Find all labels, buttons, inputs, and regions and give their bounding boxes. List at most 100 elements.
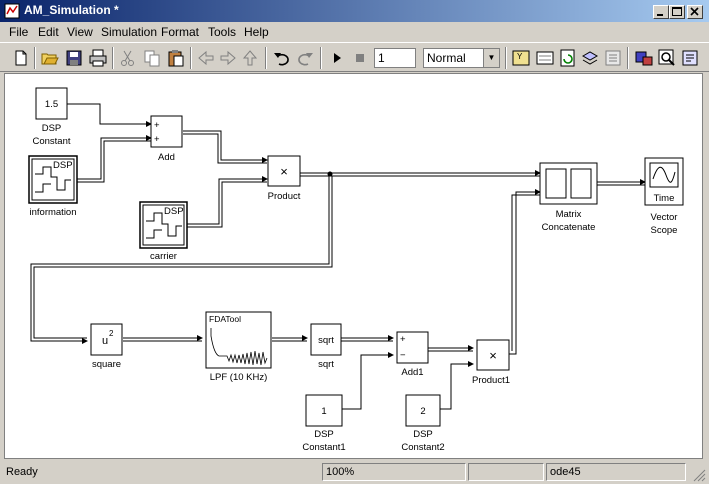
signal-line[interactable] [77, 135, 152, 180]
simulation-mode-value: Normal [427, 51, 466, 65]
zoom-explorer-icon[interactable] [657, 48, 677, 68]
simulink-app-icon [4, 3, 20, 19]
lpf-glyph: FDATool [209, 314, 241, 324]
signal-line[interactable] [30, 173, 330, 344]
model-canvas[interactable]: 1.5 DSP Constant DSP information + + Add… [4, 73, 703, 459]
stop-icon[interactable] [350, 48, 370, 68]
copy-icon[interactable] [142, 48, 162, 68]
build-subsystem-icon[interactable]: Y [511, 48, 531, 68]
signal-line[interactable] [511, 194, 540, 351]
save-icon[interactable] [64, 48, 84, 68]
explorer-icon[interactable] [680, 48, 700, 68]
simulation-mode-select[interactable]: Normal ▼ [423, 48, 500, 68]
menu-simulation[interactable]: Simulation [101, 25, 158, 39]
resize-grip-icon[interactable] [692, 468, 706, 482]
status-text: Ready [6, 466, 38, 478]
toolbar-separator [190, 47, 192, 69]
signal-line[interactable] [342, 352, 394, 410]
signal-line[interactable] [183, 130, 268, 163]
maximize-button[interactable] [669, 5, 685, 19]
square-block[interactable]: u 2 square [90, 323, 123, 370]
svg-text:Y: Y [517, 52, 523, 61]
add1-block[interactable]: + − Add1 [396, 331, 429, 378]
signal-line[interactable] [33, 176, 333, 339]
signal-line[interactable] [440, 361, 474, 410]
library-browser-icon[interactable] [535, 48, 555, 68]
add-block[interactable]: + + Add [150, 115, 183, 163]
information-block[interactable]: DSP information [28, 155, 78, 218]
vector-scope-block[interactable]: Time Vector Scope [644, 157, 684, 236]
menu-tools[interactable]: Tools [208, 25, 237, 39]
square-glyph: u [102, 335, 108, 347]
chevron-down-icon[interactable]: ▼ [483, 49, 499, 67]
menu-format[interactable]: Format [161, 25, 200, 39]
signal-line[interactable] [67, 103, 152, 127]
menu-help[interactable]: Help [244, 25, 269, 39]
back-icon[interactable] [196, 48, 216, 68]
product1-glyph: × [489, 348, 497, 363]
add1-label: Add1 [401, 367, 423, 378]
menu-edit[interactable]: Edit [38, 25, 59, 39]
forward-icon[interactable] [218, 48, 238, 68]
product1-block[interactable]: × Product1 [472, 339, 510, 386]
new-icon[interactable] [11, 48, 31, 68]
status-panel-empty [468, 463, 544, 481]
sqrt-block[interactable]: sqrt sqrt [310, 323, 342, 370]
update-diagram-icon[interactable] [558, 48, 578, 68]
stop-time-field[interactable]: 1 [374, 48, 416, 68]
print-icon[interactable] [88, 48, 108, 68]
dsp-constant1-block[interactable]: 1 DSP Constant1 [302, 394, 346, 453]
product-label: Product [268, 191, 301, 202]
block-diagram: 1.5 DSP Constant DSP information + + Add… [28, 87, 684, 453]
close-button[interactable] [687, 5, 703, 19]
signal-line[interactable] [187, 176, 268, 225]
carrier-label: carrier [150, 251, 177, 262]
matrix-concatenate-label-line2: Concatenate [542, 222, 596, 233]
matrix-concatenate-label-line1: Matrix [556, 209, 582, 220]
lpf-block[interactable]: FDATool LPF (10 KHz) [205, 311, 272, 383]
minimize-button[interactable] [653, 5, 669, 19]
dsp-constant1-label-line2: Constant1 [302, 442, 345, 453]
dsp-constant-block[interactable]: 1.5 DSP Constant [32, 87, 71, 147]
cut-icon[interactable] [118, 48, 138, 68]
add-port-1-sign: + [154, 120, 160, 131]
toolbar-separator [112, 47, 114, 69]
square-label: square [92, 359, 121, 370]
add1-port-2-sign: − [400, 350, 406, 361]
product-glyph: × [280, 164, 288, 179]
menu-bar: File Edit View Simulation Format Tools H… [0, 22, 709, 42]
add-label: Add [158, 152, 175, 163]
add1-port-1-sign: + [400, 334, 406, 345]
paste-icon[interactable] [166, 48, 186, 68]
matrix-concatenate-block[interactable]: Matrix Concatenate [539, 162, 598, 233]
undo-icon[interactable] [272, 48, 292, 68]
open-icon[interactable] [40, 48, 60, 68]
lpf-label: LPF (10 KHz) [210, 372, 268, 383]
up-icon[interactable] [240, 48, 260, 68]
signal-line[interactable] [183, 133, 267, 164]
dsp-constant2-block[interactable]: 2 DSP Constant2 [401, 394, 445, 453]
menu-file[interactable]: File [9, 25, 29, 39]
model-explorer-icon[interactable] [580, 48, 600, 68]
maximize-icon [672, 7, 682, 16]
sqrt-label: sqrt [318, 359, 334, 370]
status-bar: Ready 100% ode45 [0, 460, 709, 484]
dsp-constant1-label-line1: DSP [314, 429, 334, 440]
redo-icon[interactable] [295, 48, 315, 68]
start-icon[interactable] [327, 48, 347, 68]
solver-name: ode45 [546, 463, 686, 481]
debug-icon[interactable] [603, 48, 623, 68]
title-bar: AM_Simulation * [0, 0, 709, 22]
model-browser-icon[interactable] [634, 48, 654, 68]
carrier-block[interactable]: DSP carrier [139, 201, 188, 262]
dsp-constant1-value: 1 [321, 406, 326, 417]
toolbar-separator [320, 47, 322, 69]
menu-view[interactable]: View [67, 25, 93, 39]
product-block[interactable]: × Product [267, 155, 301, 202]
dsp-constant2-label-line2: Constant2 [401, 442, 444, 453]
signal-line[interactable] [187, 181, 267, 228]
signal-line[interactable] [77, 140, 151, 183]
zoom-level: 100% [322, 463, 466, 481]
dsp-constant-value: 1.5 [45, 99, 58, 110]
signal-line[interactable] [509, 189, 541, 355]
